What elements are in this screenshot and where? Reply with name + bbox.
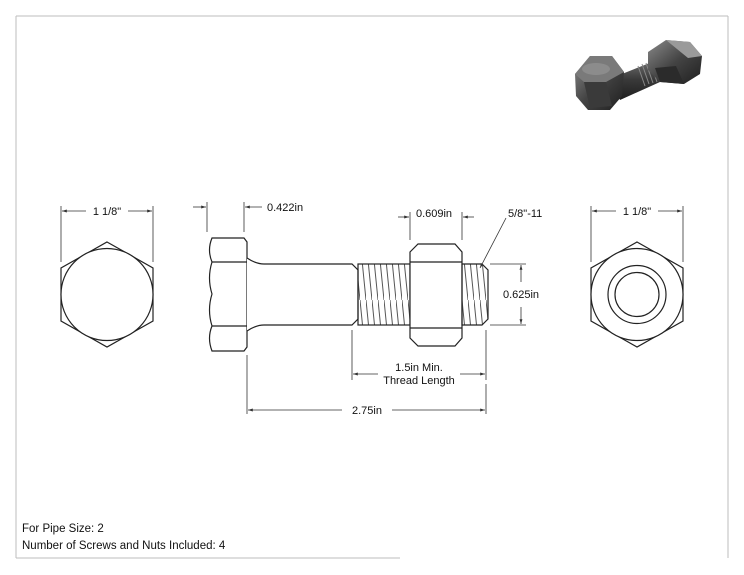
sheet-border [15,15,729,559]
right-width-dimension [590,206,684,262]
left-width-label: 1 1/8" [93,206,121,218]
overall-length-dimension [246,355,487,414]
hex-head-end-view [60,241,154,348]
thread-spec-label: 5/8"-11 [508,208,542,220]
thread-length-label-line2: Thread Length [383,375,455,387]
head-height-dimension [193,202,262,232]
nut-end-view [590,241,684,348]
thread-length-label-line1: 1.5in Min. [395,362,443,374]
head-height-label: 0.422in [267,202,303,214]
bolt-3d-render [575,40,702,110]
nut-thickness-dimension [398,212,474,240]
bolt-side-view [208,237,489,352]
thread-diameter-dimension [490,263,526,326]
nut-thickness-label: 0.609in [416,208,452,220]
right-width-label: 1 1/8" [623,206,651,218]
thread-diameter-label: 0.625in [503,289,539,301]
thread-length-dimension [351,330,487,380]
left-width-dimension [60,206,154,262]
quantity-note: Number of Screws and Nuts Included: 4 [22,540,226,552]
overall-length-label: 2.75in [352,405,382,417]
pipe-size-note: For Pipe Size: 2 [22,523,104,535]
thread-spec-leader [479,217,507,269]
